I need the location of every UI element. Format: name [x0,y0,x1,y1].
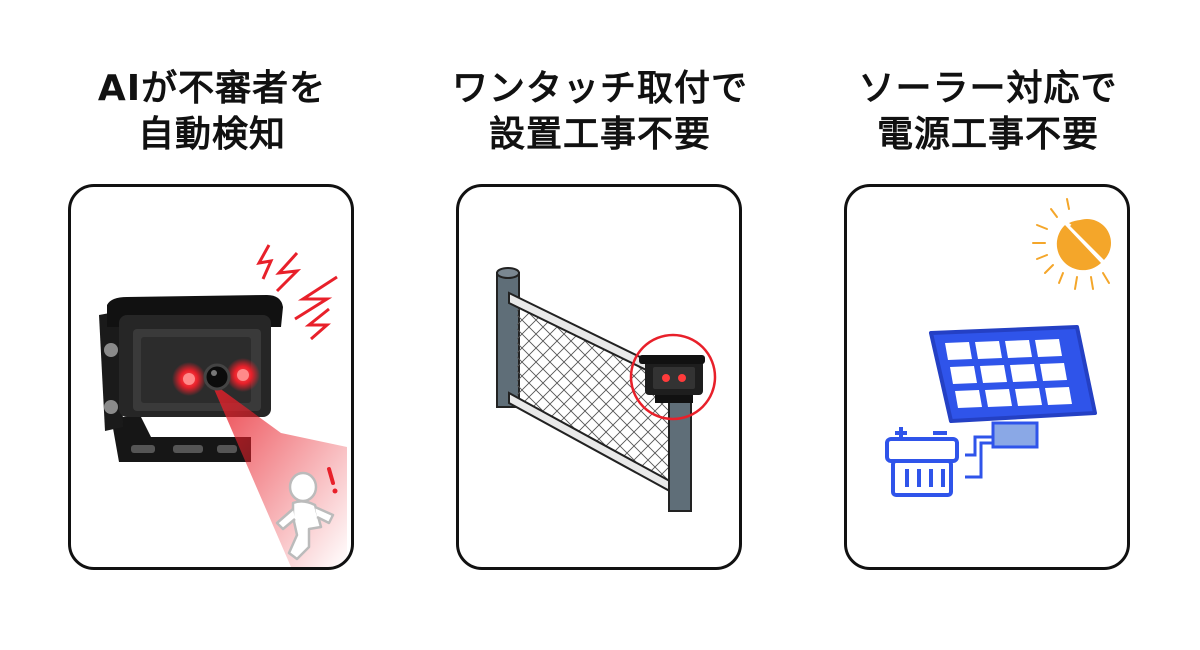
feature-card [456,184,742,570]
feature-title-line2: 電源工事不要 [876,114,1099,155]
power-cable [965,435,993,479]
feature-title-line1: ソーラー対応で [858,68,1118,109]
alert-lightning-icon [256,244,338,341]
solar-panel-icon [929,325,1097,449]
camera-detection-illustration [99,244,347,567]
intruder-person-icon [275,471,335,561]
feature-card [68,184,354,570]
mounted-camera [639,355,705,403]
detection-beam [211,382,347,567]
feature-solar-power: ソーラー対応で 電源工事不要 [838,0,1138,650]
feature-title-line2: 設置工事不要 [488,114,711,155]
camera-bracket [99,311,251,462]
solar-illustration [885,198,1111,497]
camera-body [107,295,283,417]
feature-one-touch-install: ワンタッチ取付で 設置工事不要 [450,0,750,650]
sun-icon [1032,198,1111,290]
feature-title: ソーラー対応で 電源工事不要 [838,66,1138,158]
camera-leds [172,358,260,396]
highlight-circle [629,333,717,421]
fence-post-left [496,267,520,408]
feature-title: AIが不審者を 自動検知 [62,66,362,158]
fence-mount-illustration [496,267,717,512]
feature-title: ワンタッチ取付で 設置工事不要 [450,66,750,158]
feature-title-line2: 自動検知 [137,114,286,155]
feature-ai-detection: AIが不審者を 自動検知 [62,0,362,650]
feature-title-line1: AIが不審者を [97,68,327,109]
battery-icon [885,427,959,497]
feature-title-line1: ワンタッチ取付で [451,68,748,109]
exclamation-icon [327,467,338,494]
feature-card [844,184,1130,570]
